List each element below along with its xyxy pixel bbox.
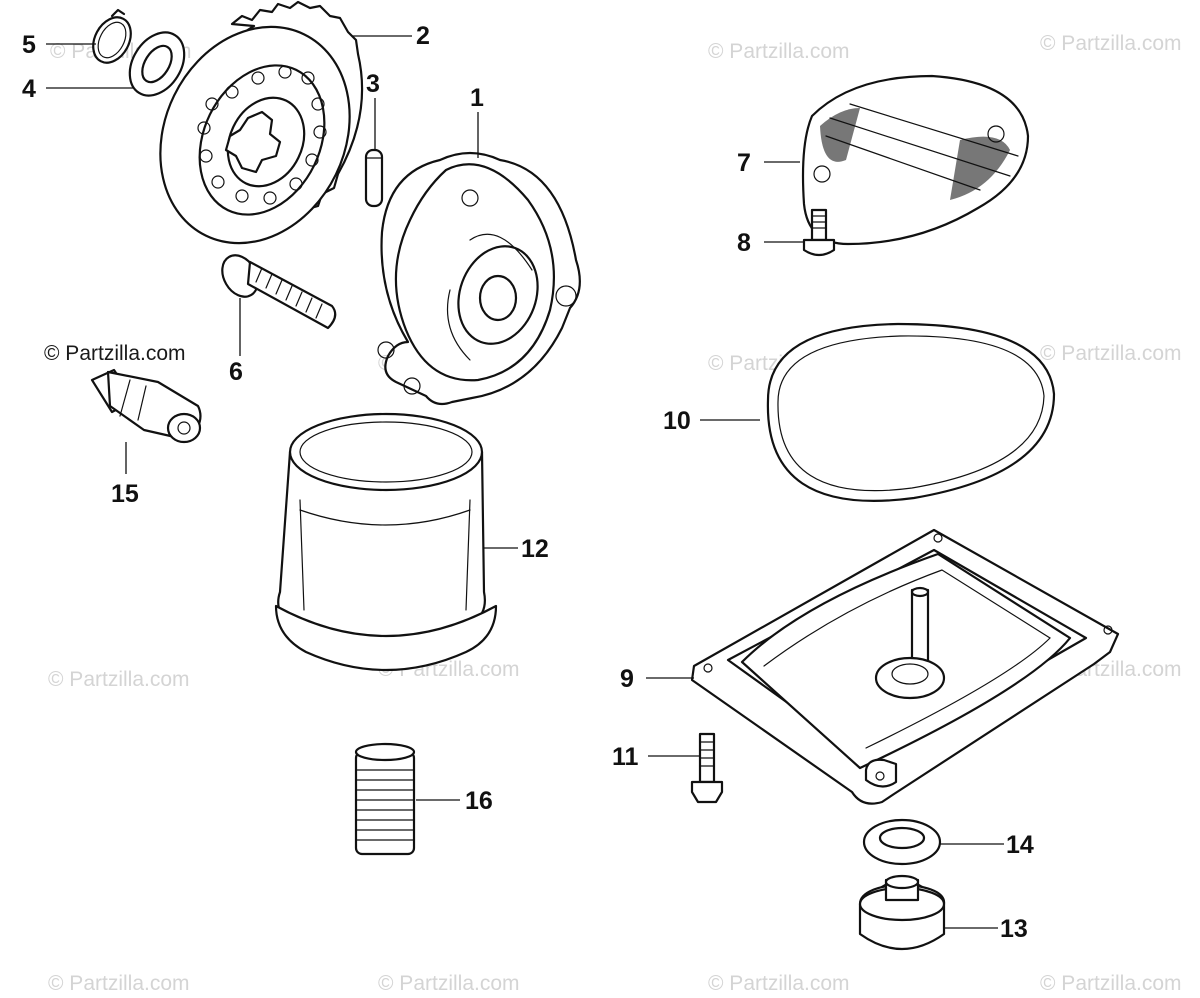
watermark: © Partzilla.com — [708, 972, 850, 995]
oil-pressure-switch-icon[interactable] — [90, 368, 202, 444]
snap-ring-icon[interactable] — [86, 8, 139, 69]
pan-gasket-ring-icon[interactable] — [766, 322, 1056, 502]
callout-15[interactable]: 15 — [111, 480, 139, 508]
oil-filter-icon[interactable] — [274, 412, 498, 672]
gear-hole-ring — [197, 65, 327, 205]
pan-bolt-icon[interactable] — [690, 732, 724, 804]
filter-fitting-icon[interactable] — [354, 742, 416, 856]
watermark: © Partzilla.com — [1040, 972, 1182, 995]
strainer-bolt-icon[interactable] — [802, 208, 836, 257]
dowel-pin-icon[interactable] — [364, 148, 384, 208]
watermark: © Partzilla.com — [1040, 32, 1182, 55]
oil-pump-body-icon[interactable] — [377, 151, 581, 406]
thrust-washer-icon[interactable] — [119, 22, 196, 105]
callout-8[interactable]: 8 — [737, 229, 751, 257]
drain-plug-icon[interactable] — [858, 874, 946, 951]
callout-1[interactable]: 1 — [470, 84, 484, 112]
leader-lines — [46, 35, 1004, 929]
watermark: © Partzilla.com — [48, 972, 190, 995]
callout-10[interactable]: 10 — [663, 407, 691, 435]
watermark: © Partzilla.com — [1040, 342, 1182, 365]
watermark: © Partzilla.com — [708, 40, 850, 63]
oil-strainer-screen-icon[interactable] — [801, 74, 1030, 246]
drain-washer-icon[interactable] — [862, 818, 942, 866]
watermark-primary: © Partzilla.com — [44, 342, 186, 365]
oil-pan-icon[interactable] — [690, 528, 1120, 805]
callout-2[interactable]: 2 — [416, 22, 430, 50]
callout-11[interactable]: 11 — [612, 743, 639, 771]
callout-4[interactable]: 4 — [22, 75, 36, 103]
callout-6[interactable]: 6 — [229, 358, 243, 386]
flange-bolt-icon[interactable] — [215, 249, 337, 330]
callout-9[interactable]: 9 — [620, 665, 634, 693]
callout-3[interactable]: 3 — [366, 70, 380, 98]
callout-12[interactable]: 12 — [521, 535, 549, 563]
callout-5[interactable]: 5 — [22, 31, 36, 59]
callout-7[interactable]: 7 — [737, 149, 751, 177]
callout-16[interactable]: 16 — [465, 787, 493, 815]
callout-13[interactable]: 13 — [1000, 915, 1028, 943]
callout-labels: 5 4 2 3 1 6 15 12 16 7 8 10 9 11 14 13 — [22, 22, 1034, 943]
watermark: © Partzilla.com — [378, 972, 520, 995]
callout-14[interactable]: 14 — [1006, 831, 1034, 859]
watermark: © Partzilla.com — [48, 668, 190, 691]
pump-drive-gear-icon[interactable] — [125, 0, 385, 275]
